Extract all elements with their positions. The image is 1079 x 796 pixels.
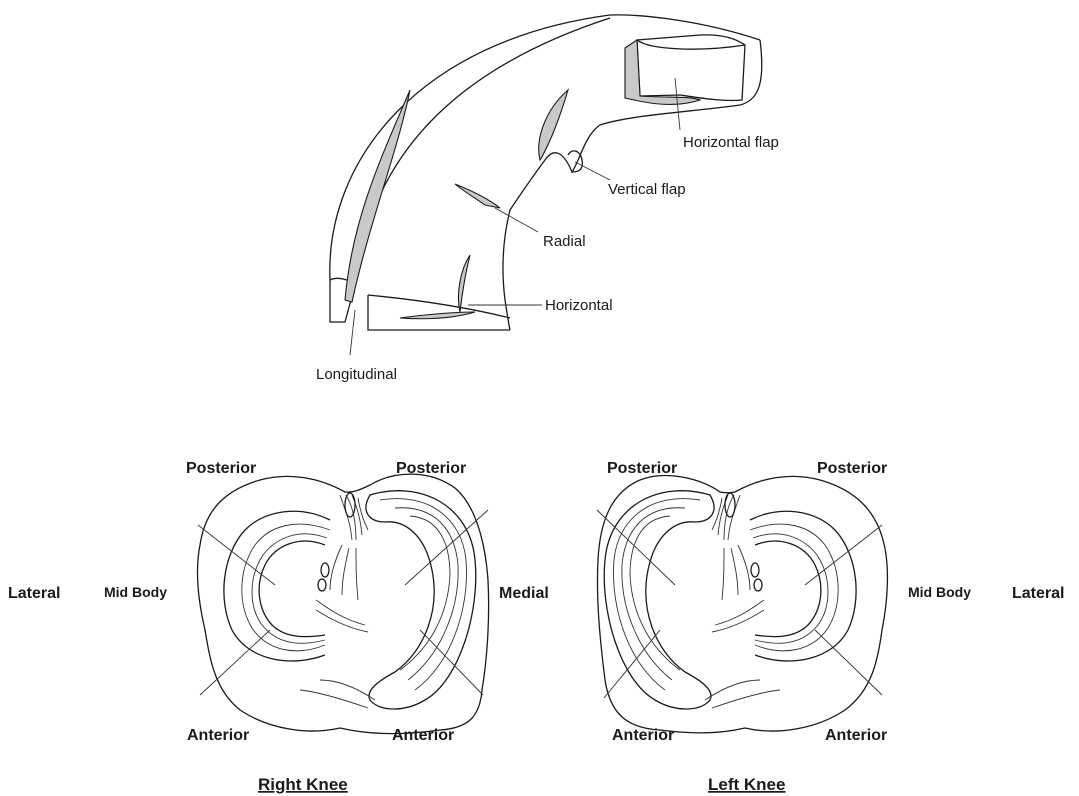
right-knee-anterior-right: Anterior	[392, 727, 454, 744]
horizontal-tear	[458, 255, 470, 312]
upper-radial-sliver	[539, 90, 568, 160]
left-knee-lateral: Lateral	[1012, 585, 1064, 602]
left-knee-illustration: Posterior Posterior Mid Body Lateral Ant…	[597, 460, 1064, 794]
meniscus-tear-types-illustration: Horizontal flap Vertical flap Radial Hor…	[316, 15, 779, 383]
vertical-flap-label: Vertical flap	[608, 181, 686, 198]
longitudinal-label: Longitudinal	[316, 366, 397, 383]
right-knee-plateau-outline	[198, 474, 489, 733]
left-knee-anterior-right: Anterior	[825, 727, 887, 744]
left-knee-posterior-right: Posterior	[817, 460, 887, 477]
right-knee-illustration: Posterior Posterior Lateral Mid Body Med…	[8, 460, 549, 794]
meniscus-base	[368, 295, 510, 330]
right-knee-lateral: Lateral	[8, 585, 60, 602]
left-knee-ligament-fibers	[705, 495, 780, 708]
right-knee-posterior-left: Posterior	[186, 460, 256, 477]
left-knee-plateau-outline	[597, 476, 887, 733]
horizontal-label: Horizontal	[545, 297, 613, 314]
right-knee-posterior-right: Posterior	[396, 460, 466, 477]
right-knee-mid-body: Mid Body	[104, 584, 167, 600]
radial-tear	[455, 184, 500, 208]
right-knee-anterior-left: Anterior	[187, 727, 249, 744]
right-knee-caption: Right Knee	[258, 775, 348, 794]
horizontal-flap-label: Horizontal flap	[683, 134, 779, 151]
radial-label: Radial	[543, 233, 586, 250]
left-knee-posterior-left: Posterior	[607, 460, 677, 477]
left-knee-mid-body: Mid Body	[908, 584, 971, 600]
left-knee-anterior-left: Anterior	[612, 727, 674, 744]
longitudinal-tear	[345, 90, 410, 302]
horizontal-flap-block	[637, 35, 745, 101]
right-knee-medial: Medial	[499, 585, 549, 602]
left-knee-caption: Left Knee	[708, 775, 785, 794]
right-knee-ligament-fibers	[300, 495, 375, 708]
